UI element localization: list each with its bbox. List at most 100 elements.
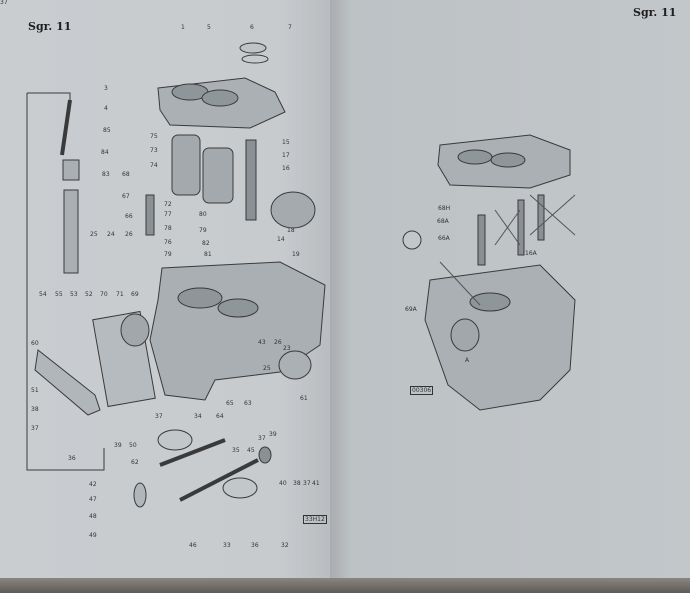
part-number-label: 67 [122,193,130,200]
part-number-label: 26 [274,339,282,346]
part-number-label: 79 [164,251,172,258]
part-number-label: 54 [39,291,47,298]
part-number-label: 16 [282,165,290,172]
part-number-label: 34 [194,413,202,420]
part-number-label: 43 [258,339,266,346]
part-number-label: 33 [223,542,231,549]
part-number-label: 35 [232,447,240,454]
part-number-label: 14 [277,236,285,243]
part-number-label: 37 [155,413,163,420]
part-number-label: 70 [100,291,108,298]
exploded-carburetor-diagram [26,42,326,508]
part-number-label: 37 [0,0,8,6]
part-number-label: 72 [164,201,172,208]
page-header: Sgr. 11 [633,6,677,19]
part-number-label: 68 [122,171,130,178]
part-number-label: 69 [131,291,139,298]
part-number-label: 60 [31,340,39,347]
part-number-label: 64 [216,413,224,420]
part-number-label: 78 [164,225,172,232]
part-number-label: 79 [199,227,207,234]
part-number-label: 74 [150,162,158,169]
part-number-label: 83 [102,171,110,178]
part-number-label: 7 [288,24,292,31]
part-number-label: 15 [282,139,290,146]
detail-circle [402,230,422,250]
part-number-label: 47 [89,496,97,503]
carburetor-body [149,261,326,401]
part-number-label: 73 [150,147,158,154]
lever [34,349,101,416]
right-page: Sgr. 11 00306 68H 68A 66A 16A 69A A [330,0,690,582]
part-number-label: 48 [89,513,97,520]
part-number-label: 25 [263,365,271,372]
filter-cylinder [270,191,316,229]
part-number-label: 16A [525,250,537,257]
part-number-label: 71 [116,291,124,298]
part-number-label: 37 [303,480,311,487]
part-number-label: 37 [31,425,39,432]
part-number-label: 69A [405,306,417,313]
part-number-label: 76 [164,239,172,246]
part-number-label: 80 [199,211,207,218]
part-number-label: 77 [164,211,172,218]
part-number-label: 37 [258,435,266,442]
part-number-label: 18 [287,227,295,234]
book-bottom-edge [0,578,690,593]
part-number-label: 55 [55,291,63,298]
page-header: Sgr. 11 [28,20,72,33]
part-number-label: 23 [283,345,291,352]
part-number-label: 39 [269,431,277,438]
part-number-label: 85 [103,127,111,134]
part-number-label: 81 [204,251,212,258]
carburetor-variant-diagram [402,134,576,411]
venturi [171,134,201,196]
part-number-label: 32 [281,542,289,549]
emulsion-tube [60,99,72,156]
part-number-label: 5 [207,24,211,31]
part-number-label: 38 [293,480,301,487]
bracket-line [26,93,105,471]
part-number-label: 36 [251,542,259,549]
part-number-label: 1 [181,24,185,31]
part-number-label: 49 [89,532,97,539]
part-number-label: 61 [300,395,308,402]
part-number-label: 6 [250,24,254,31]
figure-code: 00306 [410,386,434,395]
part-number-label: 52 [85,291,93,298]
part-number-label: 68A [437,218,449,225]
part-number-label: 45 [247,447,255,454]
carburetor-body [424,264,576,411]
part-number-label: 26 [125,231,133,238]
part-number-label: 38 [31,406,39,413]
left-page: Sgr. 11 [0,0,330,582]
part-number-label: 84 [101,149,109,156]
part-number-label: 68H [438,205,451,212]
part-number-label: 42 [89,481,97,488]
part-number-label: 39 [114,442,122,449]
part-number-label: 63 [244,400,252,407]
part-number-label: 66A [438,235,450,242]
part-number-label: 66 [125,213,133,220]
part-number-label: 3 [104,85,108,92]
part-number-label: 19 [292,251,300,258]
part-number-label: 46 [189,542,197,549]
figure-code: 33H12 [303,515,327,524]
part-number-label: 4 [104,105,108,112]
part-number-label: 25 [90,231,98,238]
part-number-label: 82 [202,240,210,247]
part-number-label: 75 [150,133,158,140]
part-number-label: 53 [70,291,78,298]
throttle-shaft [159,438,226,467]
part-number-label: 65 [226,400,234,407]
part-number-label: 24 [107,231,115,238]
part-number-label: 40 [279,480,287,487]
part-number-label: 41 [312,480,320,487]
part-number-label: 51 [31,387,39,394]
part-number-label: 62 [131,459,139,466]
part-number-label: 50 [129,442,137,449]
jet-spring [477,214,486,266]
part-number-label: A [465,357,470,364]
part-number-label: 17 [282,152,290,159]
part-number-label: 36 [68,455,76,462]
